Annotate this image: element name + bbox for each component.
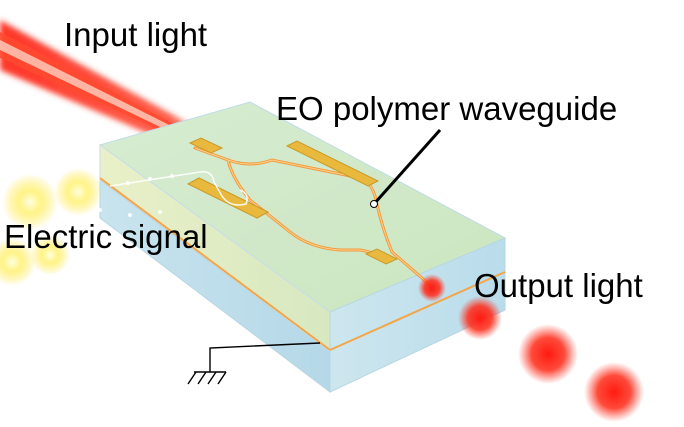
input-light-label: Input light [64,16,207,53]
eo-waveguide-label: EO polymer waveguide [276,90,617,127]
electrodes [186,137,399,265]
chip-block [98,101,507,394]
output-light-beam [418,274,644,422]
signal-wire [109,170,248,206]
input-light-beam [0,20,215,158]
eo-waveguide-pointer [372,129,442,205]
electric-signal-label: Electric signal [4,218,208,255]
electrode-signal [186,177,270,219]
ground-icon [187,342,321,385]
output-light-label: Output light [474,267,643,304]
electrode-input-pad [188,137,224,154]
electrode-upper [285,140,380,187]
electrode-output-pad [364,248,399,265]
chip-side-face [329,237,506,393]
